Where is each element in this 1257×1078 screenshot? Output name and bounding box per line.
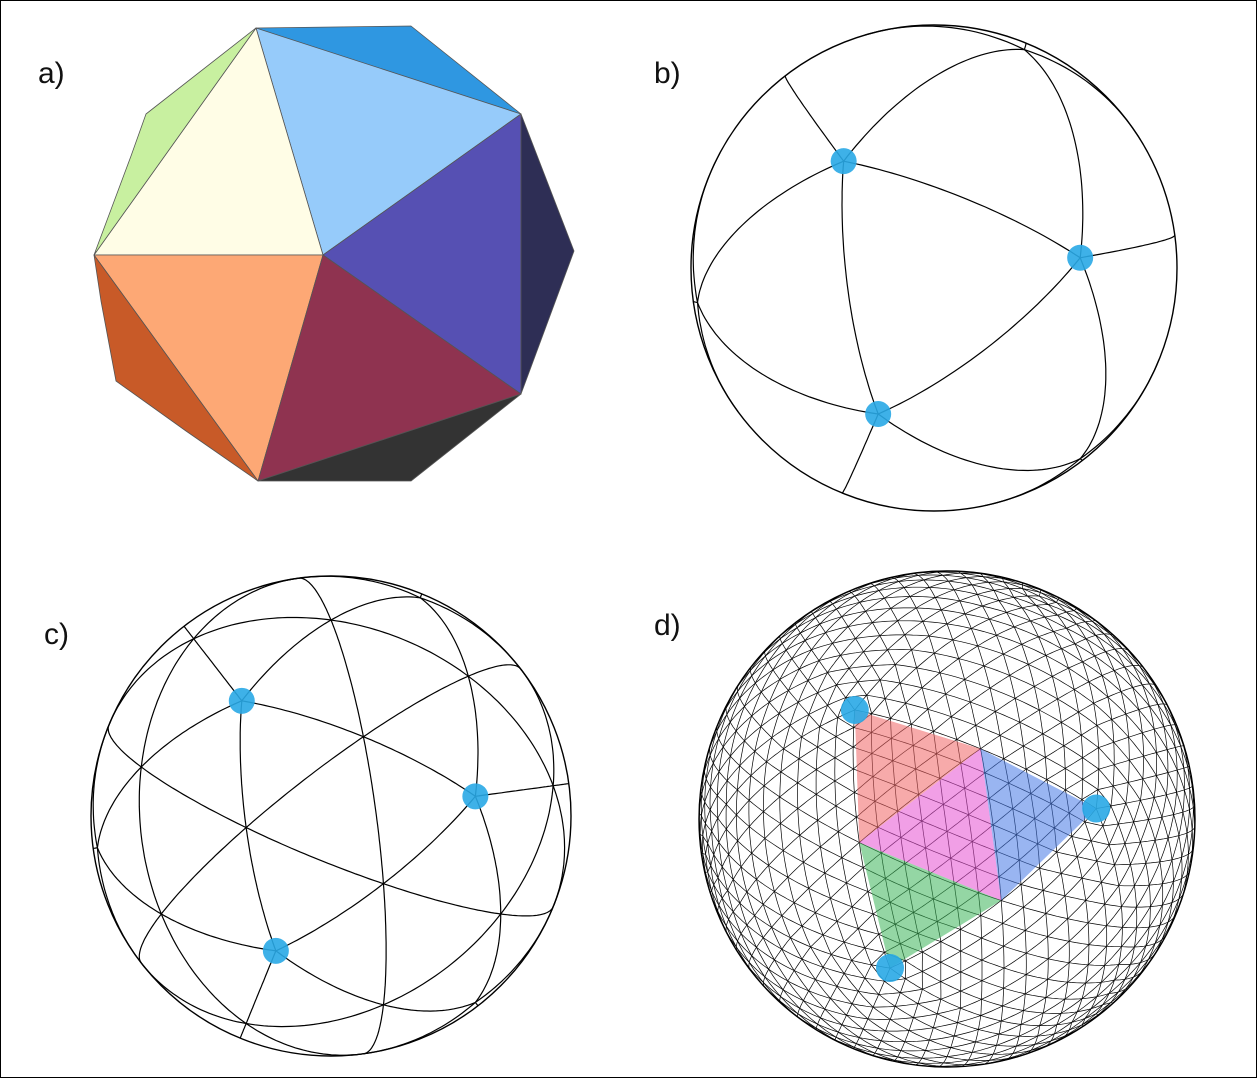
sphere-c bbox=[90, 575, 572, 1057]
sphere-b bbox=[690, 24, 1178, 512]
sphere-b-grid bbox=[692, 25, 1176, 507]
sphere-c-grid bbox=[92, 575, 569, 1056]
sphere-c-vertex-marker bbox=[462, 783, 489, 810]
overlay-blue-triangle bbox=[980, 748, 1097, 901]
overlay-green-triangle bbox=[859, 842, 1002, 968]
sphere-b-vertex-marker bbox=[1067, 244, 1094, 271]
sphere-c-vertex-marker bbox=[228, 687, 255, 714]
sphere-d bbox=[698, 570, 1196, 1068]
sphere-b-vertex-marker bbox=[830, 148, 857, 175]
panel-a-label: a) bbox=[38, 57, 65, 90]
sphere-b-outline bbox=[690, 24, 1178, 512]
overlay-magenta-triangle bbox=[859, 748, 1002, 901]
sphere-b-vertex-marker bbox=[865, 401, 892, 428]
panel-d-label: d) bbox=[654, 609, 681, 642]
sphere-d-vertex-marker bbox=[840, 695, 869, 724]
sphere-d-vertex-marker bbox=[1082, 794, 1111, 823]
sphere-d-vertex-marker bbox=[876, 954, 905, 983]
panel-b-label: b) bbox=[654, 57, 681, 90]
panel-c-label: c) bbox=[44, 618, 69, 651]
sphere-c-vertex-marker bbox=[262, 937, 289, 964]
overlay-red-triangle bbox=[854, 710, 981, 843]
